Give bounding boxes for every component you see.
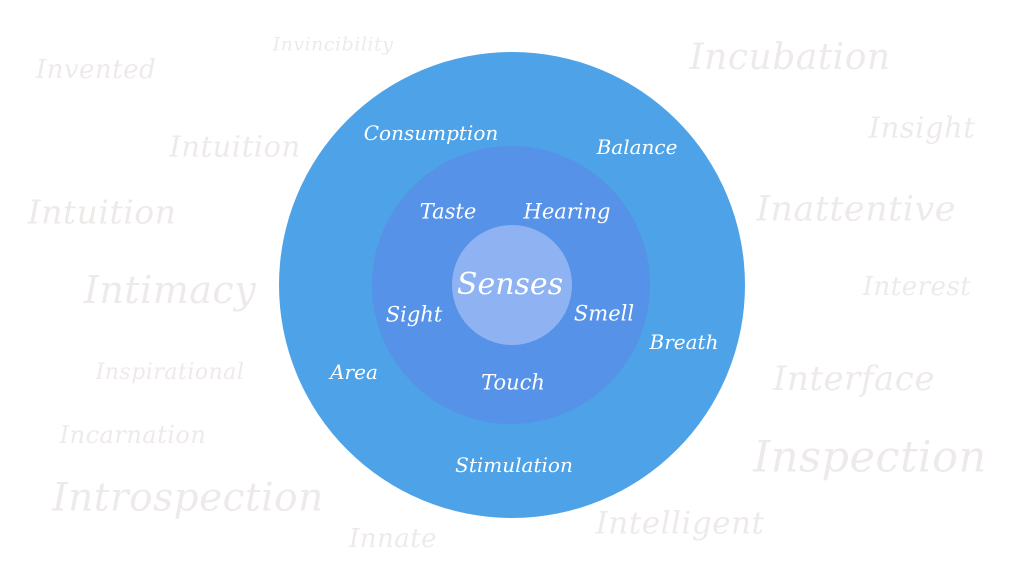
background-word: Interface	[773, 359, 935, 399]
outer-ring-label: Consumption	[363, 121, 499, 145]
center-label: Senses	[456, 267, 564, 302]
middle-ring-label: Taste	[419, 199, 477, 224]
inner-ring	[452, 225, 572, 345]
middle-ring-label: Sight	[385, 302, 443, 327]
background-word: Insight	[868, 110, 976, 145]
background-word: Invincibility	[272, 33, 394, 56]
background-word: Introspection	[52, 475, 324, 521]
background-word: Innate	[348, 524, 438, 554]
background-word: Incarnation	[59, 421, 207, 449]
middle-ring-label: Smell	[573, 301, 635, 326]
middle-ring-label: Touch	[481, 370, 545, 395]
background-word: Intuition	[169, 129, 301, 164]
outer-ring-label: Balance	[596, 135, 678, 159]
middle-ring-label: Hearing	[523, 199, 611, 224]
outer-ring-label: Area	[330, 360, 378, 384]
background-word: Inattentive	[756, 189, 956, 230]
background-word: Interest	[862, 272, 972, 302]
background-word: Invented	[35, 55, 157, 85]
background-word: Intuition	[27, 192, 177, 232]
background-word: Inspection	[753, 432, 987, 483]
outer-ring-label: Stimulation	[455, 453, 573, 477]
background-word: Incubation	[689, 37, 891, 78]
outer-ring-label: Breath	[649, 330, 719, 354]
background-word: Intimacy	[83, 268, 257, 312]
background-word: Intelligent	[595, 505, 765, 542]
background-word: Inspirational	[95, 360, 245, 385]
